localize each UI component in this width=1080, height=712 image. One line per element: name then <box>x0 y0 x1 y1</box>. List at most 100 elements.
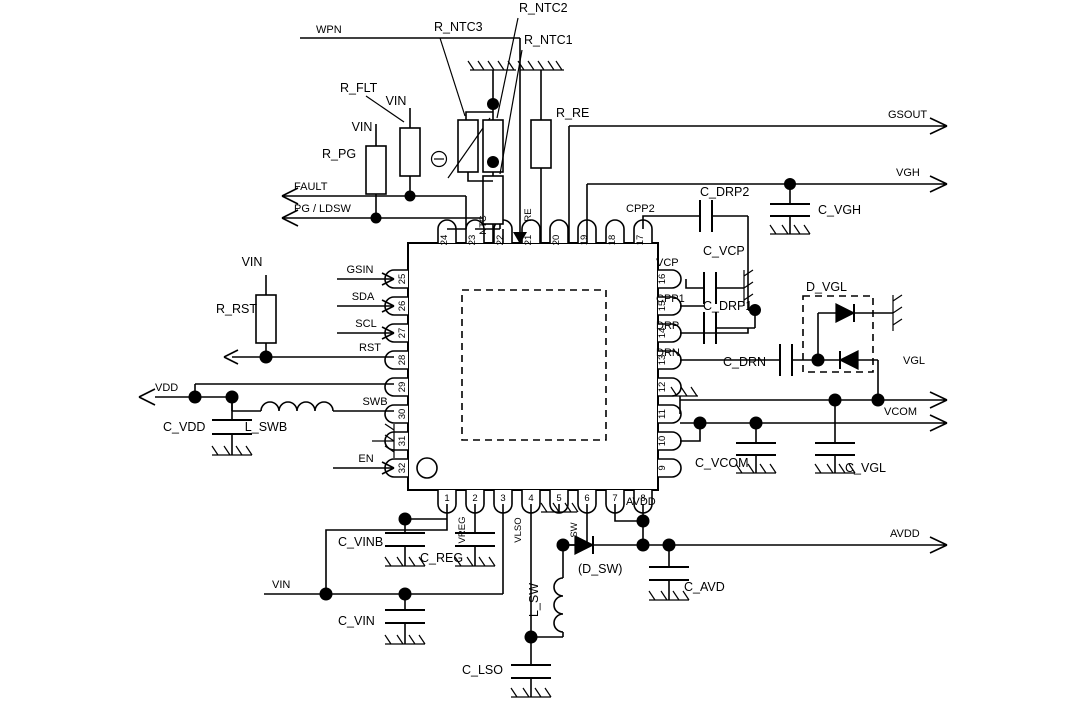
ground-c-lso <box>510 687 552 698</box>
diode-d-sw[interactable] <box>563 535 930 555</box>
pin-21: 21 <box>521 219 541 245</box>
arrowhead-pin21 <box>513 232 527 244</box>
pin-29: 29 <box>384 377 408 397</box>
pin-number-3: 3 <box>500 493 505 504</box>
ic-thermal-pad <box>461 289 607 441</box>
component-label-d-sw: (D_SW) <box>578 562 622 576</box>
d-vgl-block <box>802 295 874 373</box>
pin-9: 9 <box>657 458 682 478</box>
pin-number-15: 15 <box>657 301 668 312</box>
component-label-c-drn: C_DRN <box>723 355 766 369</box>
resistor-r-rst[interactable] <box>255 275 277 357</box>
pin-label-cpp2: CPP2 <box>626 203 655 215</box>
capacitor-c-vcom[interactable] <box>736 423 776 473</box>
component-label-r-ntc1: R_NTC1 <box>524 33 573 47</box>
inductor-l-swb[interactable] <box>232 401 352 412</box>
ground-c-reg <box>454 556 496 567</box>
inductor-l-sw[interactable] <box>531 545 564 638</box>
resistor-r-pg[interactable] <box>365 124 387 218</box>
capacitor-c-vgl[interactable] <box>815 423 855 473</box>
arrow-pg-ldsw <box>281 209 299 227</box>
capacitor-c-vinb[interactable] <box>385 519 425 566</box>
pin-label-vreg: VREG <box>457 517 468 544</box>
component-label-c-drp2: C_DRP2 <box>700 185 749 199</box>
pin-number-8: 8 <box>640 493 645 504</box>
pin-number-2: 2 <box>472 493 477 504</box>
ic-package[interactable] <box>407 242 659 491</box>
pin-number-14: 14 <box>657 328 668 339</box>
component-label-c-vgl: C_VGL <box>845 461 886 475</box>
pin-number-25: 25 <box>397 274 408 285</box>
pin-number-22: 22 <box>495 235 506 246</box>
ground-c-vin <box>384 634 426 645</box>
pin-label-vcp: VCP <box>656 257 679 269</box>
pin-number-7: 7 <box>612 493 617 504</box>
ground-pin11 <box>670 386 698 414</box>
diode-vgl-upper[interactable] <box>818 303 893 323</box>
capacitor-c-vgh[interactable] <box>770 184 810 234</box>
leader-r-ntc3 <box>439 37 466 117</box>
pin-24: 24 <box>437 219 457 245</box>
component-label-c-vinb: C_VINB <box>338 535 383 549</box>
pin-number-1: 1 <box>444 493 449 504</box>
capacitor-c-drp2[interactable] <box>699 200 748 232</box>
pin-number-20: 20 <box>551 235 562 246</box>
capacitor-c-vdd[interactable] <box>212 397 252 455</box>
pin-label-avdd: AVDD <box>626 496 656 508</box>
resistor-r-flt[interactable] <box>399 108 421 196</box>
component-label-r-pg: R_PG <box>322 147 356 161</box>
pin-number-16: 16 <box>657 274 668 285</box>
signal-rst: RST <box>223 342 394 365</box>
component-label-r-ntc2: R_NTC2 <box>519 1 568 15</box>
pin-10: 10 <box>657 431 682 451</box>
component-label-c-drp1: C_DRP1 <box>703 299 752 313</box>
arrow-avdd <box>929 536 948 554</box>
net-label-vgh: VGH <box>896 167 920 179</box>
component-label-c-vdd: C_VDD <box>163 420 205 434</box>
pin-30: 30 <box>384 404 408 424</box>
junction-flt <box>404 190 416 202</box>
pin-number-28: 28 <box>397 355 408 366</box>
ground-re <box>517 60 564 120</box>
capacitor-c-avd[interactable] <box>649 545 689 600</box>
pin-label-vlso: VLSO <box>513 517 524 542</box>
capacitor-c-lso[interactable] <box>511 664 551 697</box>
arrow-fault <box>281 187 299 205</box>
pin-label-ntc: NTC <box>478 215 489 235</box>
wire-pin7-avdd <box>614 504 643 522</box>
pin-label-en: EN <box>358 453 373 465</box>
junction-rst <box>259 350 273 364</box>
signal-en: EN <box>333 453 395 475</box>
ground-pin31 <box>372 423 395 458</box>
component-label-r-rst: R_RST <box>216 302 257 316</box>
component-label-c-vin: C_VIN <box>338 614 375 628</box>
ground-c-vgl <box>814 463 856 474</box>
leader-r-flt <box>365 95 405 123</box>
net-label-vcom: VCOM <box>884 406 917 418</box>
capacitor-c-reg[interactable] <box>455 504 495 566</box>
pin-label-cpp1: CPP1 <box>656 293 685 305</box>
junction-avdd-rail <box>636 538 650 552</box>
component-label-c-vcp: C_VCP <box>703 244 745 258</box>
capacitor-c-vin[interactable] <box>385 594 425 644</box>
pin-number-17: 17 <box>635 235 646 246</box>
capacitor-c-vcp[interactable] <box>703 272 744 304</box>
pin-number-5: 5 <box>556 493 561 504</box>
signal-sda: SDA <box>337 291 395 313</box>
resistor-r-re[interactable] <box>530 119 552 244</box>
signal-scl: SCL <box>337 318 395 340</box>
wire-cpp2 <box>642 215 700 229</box>
ground-c-vcom <box>735 463 777 474</box>
diode-vgl-lower[interactable] <box>820 350 879 400</box>
pin1-dot-marker <box>416 457 438 479</box>
pin-label-swb: SWB <box>362 396 387 408</box>
ground-c-avd <box>648 590 690 601</box>
net-label-pg-ldsw: PG / LDSW <box>294 203 351 215</box>
pin-label-drn: DRN <box>656 347 680 359</box>
component-label-c-reg: C_REG <box>420 551 463 565</box>
wire-vinb <box>325 504 448 594</box>
ic-pins-left: 25 26 27 28 29 30 31 32 <box>384 269 408 478</box>
component-label-d-vgl: D_VGL <box>806 280 847 294</box>
pin-label-gsin: GSIN <box>347 264 374 276</box>
